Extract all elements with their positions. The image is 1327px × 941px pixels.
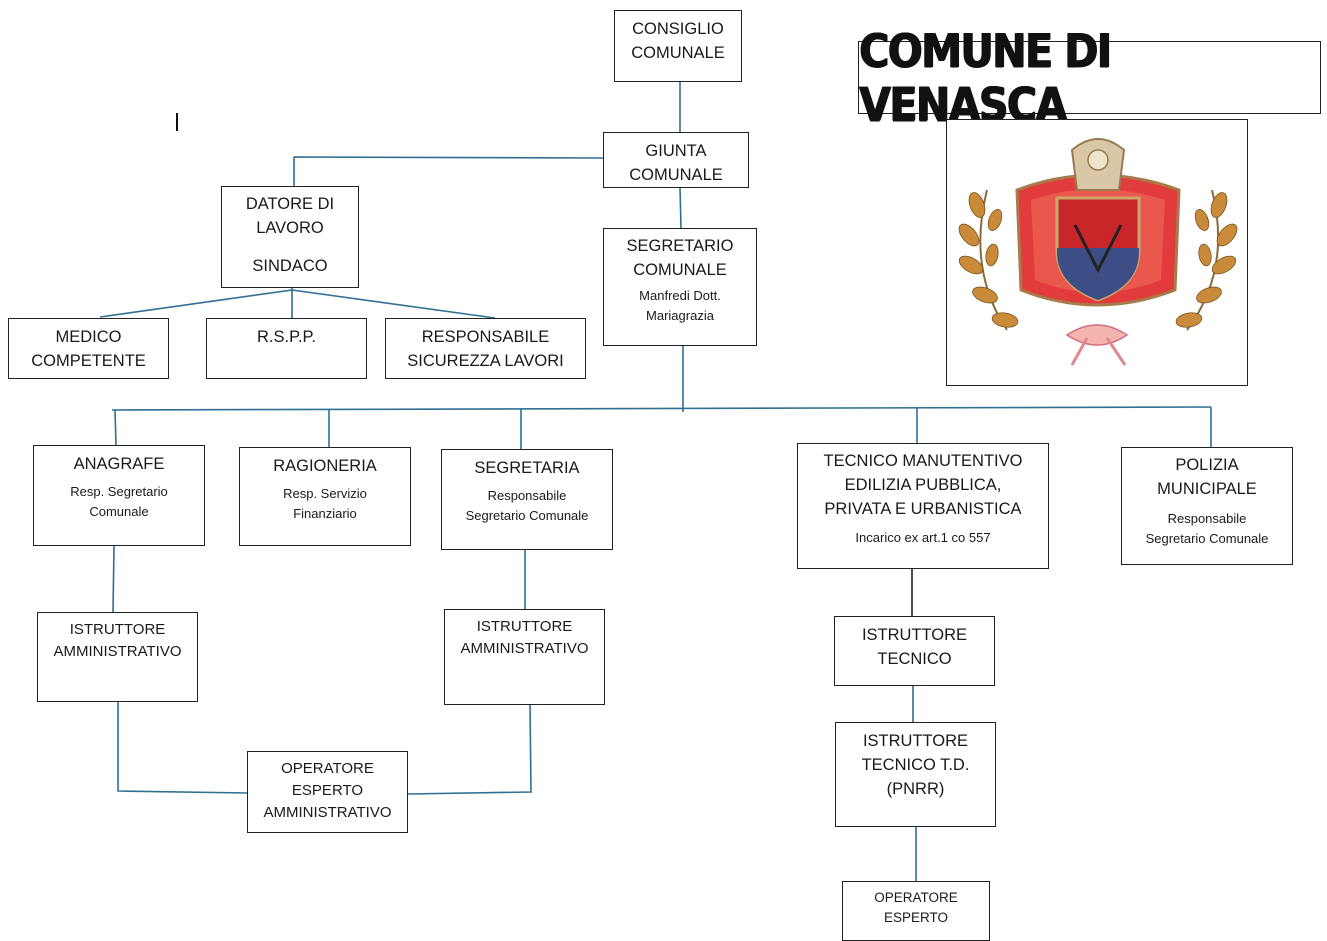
node-title: CONSIGLIO COMUNALE <box>631 20 725 62</box>
text-cursor <box>176 113 178 131</box>
node-title: RESPONSABILE SICUREZZA LAVORI <box>407 328 564 370</box>
node-responsabile-sicurezza: RESPONSABILE SICUREZZA LAVORI <box>385 318 586 379</box>
connector-anagrafe-istruttore <box>112 545 115 613</box>
node-istruttore-amministrativo-2: ISTRUTTORE AMMINISTRATIVO <box>444 609 605 705</box>
node-subtitle: Manfredi Dott. Mariagrazia <box>639 288 721 323</box>
node-title: TECNICO MANUTENTIVO EDILIZIA PUBBLICA, P… <box>823 452 1023 518</box>
node-subtitle: Resp. Segretario Comunale <box>70 484 168 519</box>
title-box: COMUNE DI VENASCA <box>858 24 1321 131</box>
node-subtitle: Resp. Servizio Finanziario <box>283 486 367 521</box>
connector-giunta-datore <box>293 156 604 186</box>
node-ragioneria: RAGIONERIA Resp. Servizio Finanziario <box>239 447 411 546</box>
node-segretaria: SEGRETARIA Responsabile Segretario Comun… <box>441 449 613 550</box>
connector-istruttore1-operatore <box>117 702 249 794</box>
node-segretario-comunale: SEGRETARIO COMUNALE Manfredi Dott. Maria… <box>603 228 757 346</box>
node-title: RAGIONERIA <box>273 457 377 475</box>
node-subtitle: Responsabile Segretario Comunale <box>1145 511 1269 546</box>
node-title: ISTRUTTORE AMMINISTRATIVO <box>53 621 182 660</box>
node-title: OPERATORE ESPERTO <box>874 890 958 925</box>
connector-giunta-segretario <box>679 187 682 229</box>
node-title: SEGRETARIO COMUNALE <box>626 237 734 279</box>
connector-datore-staff <box>99 288 496 319</box>
node-title: DATORE DI LAVORO <box>245 195 335 237</box>
crest-frame <box>946 119 1248 386</box>
node-datore-di-lavoro: DATORE DI LAVORO SINDACO <box>221 186 359 288</box>
node-istruttore-tecnico: ISTRUTTORE TECNICO <box>834 616 995 686</box>
node-polizia-municipale: POLIZIA MUNICIPALE Responsabile Segretar… <box>1121 447 1293 565</box>
node-istruttore-tecnico-td: ISTRUTTORE TECNICO T.D. (PNRR) <box>835 722 996 827</box>
node-operatore-esperto-amministrativo: OPERATORE ESPERTO AMMINISTRATIVO <box>247 751 408 833</box>
node-anagrafe: ANAGRAFE Resp. Segretario Comunale <box>33 445 205 546</box>
node-subtitle: Responsabile Segretario Comunale <box>465 488 589 523</box>
node-title: R.S.P.P. <box>256 328 316 346</box>
connector-main-bus <box>111 406 1212 411</box>
node-subtitle: SINDACO <box>252 257 328 275</box>
node-title: ANAGRAFE <box>73 455 165 473</box>
node-title: GIUNTA COMUNALE <box>629 142 723 184</box>
node-title: POLIZIA MUNICIPALE <box>1157 456 1257 498</box>
node-rspp: R.S.P.P. <box>206 318 367 379</box>
page-title: COMUNE DI VENASCA <box>859 23 1112 132</box>
node-title: ISTRUTTORE TECNICO <box>861 626 968 668</box>
node-tecnico-manutentivo: TECNICO MANUTENTIVO EDILIZIA PUBBLICA, P… <box>797 443 1049 569</box>
node-title: MEDICO COMPETENTE <box>31 328 146 370</box>
connector-bus-anagrafe <box>114 409 117 446</box>
node-operatore-esperto: OPERATORE ESPERTO <box>842 881 990 941</box>
coat-of-arms-icon <box>958 138 1238 366</box>
node-title: ISTRUTTORE AMMINISTRATIVO <box>460 618 589 657</box>
node-title: SEGRETARIA <box>474 459 580 477</box>
connector-istruttore2-operatore <box>407 704 532 795</box>
node-subtitle: Incarico ex art.1 co 557 <box>855 530 991 545</box>
node-istruttore-amministrativo-1: ISTRUTTORE AMMINISTRATIVO <box>37 612 198 702</box>
node-medico-competente: MEDICO COMPETENTE <box>8 318 169 379</box>
node-title: OPERATORE ESPERTO AMMINISTRATIVO <box>263 760 392 821</box>
node-title: ISTRUTTORE TECNICO T.D. (PNRR) <box>861 732 970 798</box>
node-giunta-comunale: GIUNTA COMUNALE <box>603 132 749 188</box>
node-consiglio-comunale: CONSIGLIO COMUNALE <box>614 10 742 82</box>
